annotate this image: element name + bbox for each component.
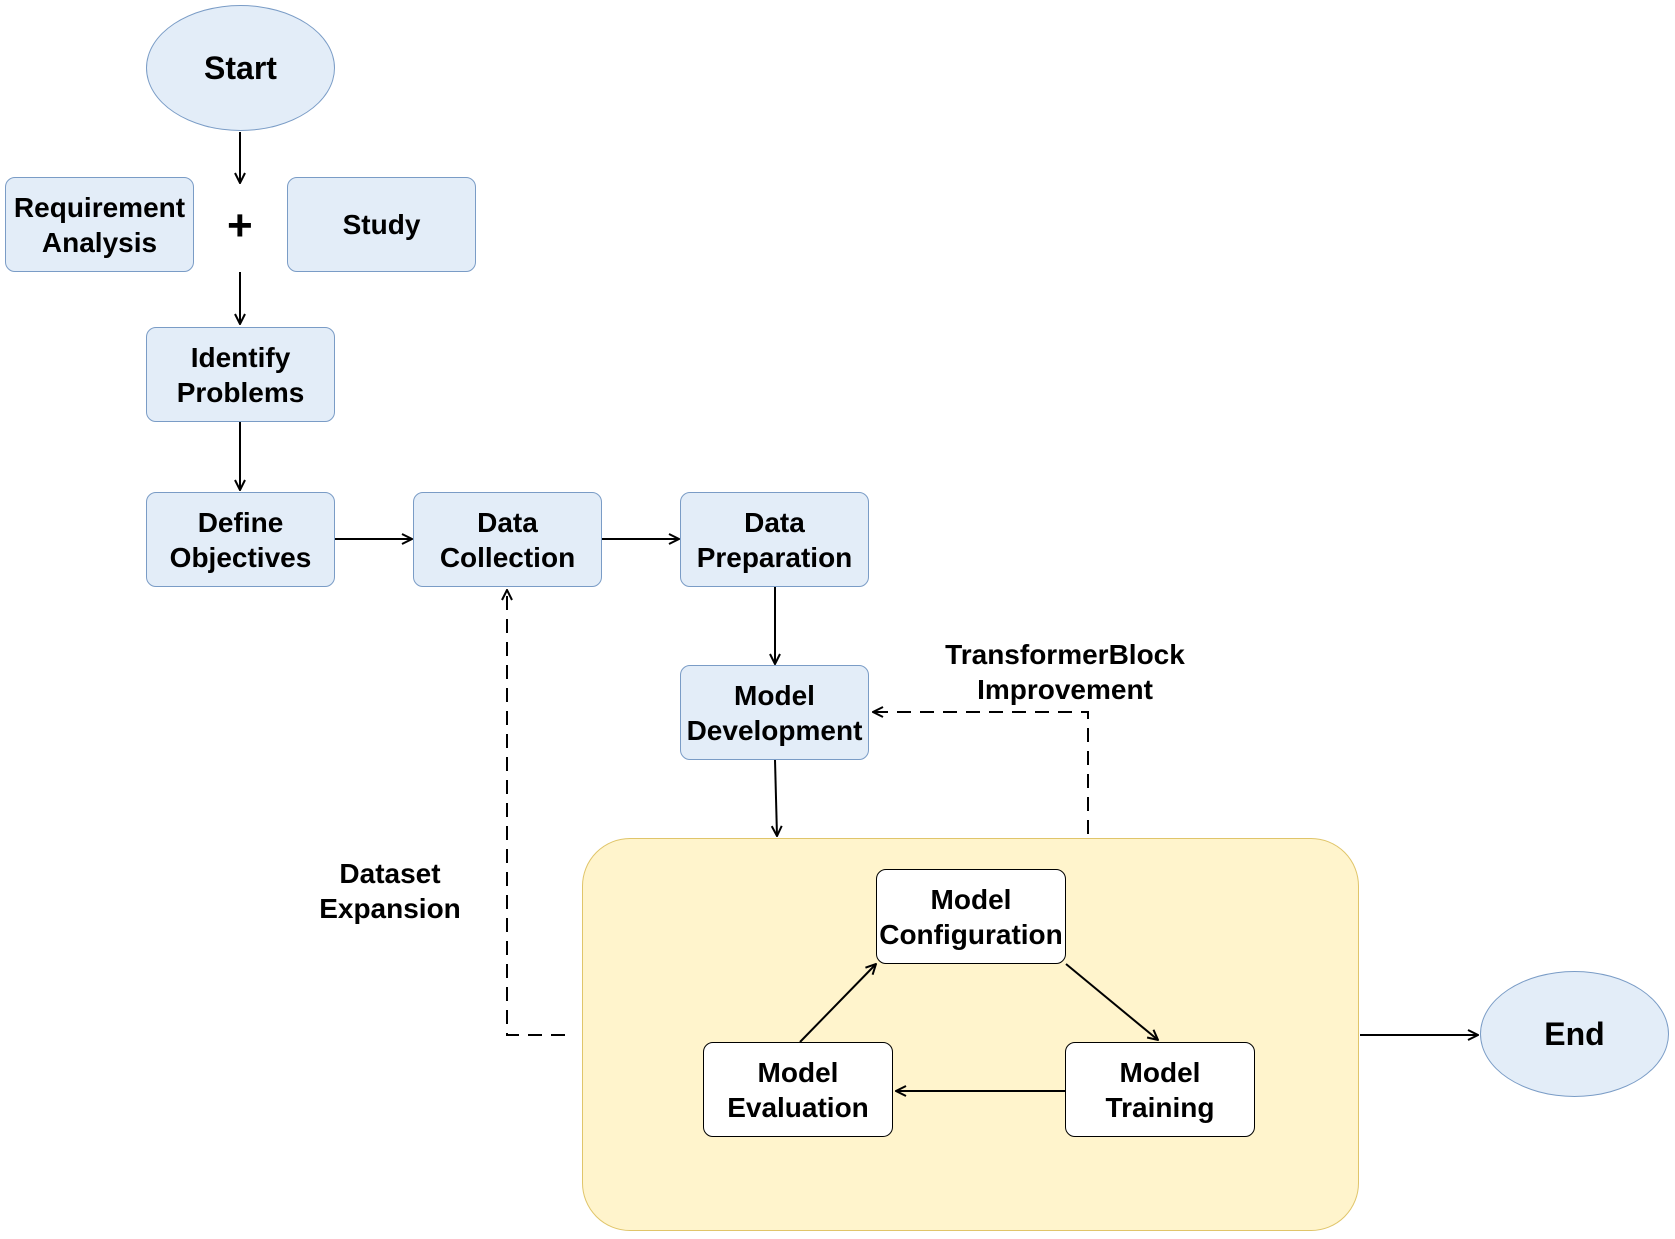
identify-problems-node: Identify Problems bbox=[146, 327, 335, 422]
data-preparation-node: Data Preparation bbox=[680, 492, 869, 587]
study-node: Study bbox=[287, 177, 476, 272]
plus-sign: + bbox=[227, 201, 253, 250]
transformer-block-improvement-label: TransformerBlock Improvement bbox=[945, 639, 1185, 705]
define-objectives-node: Define Objectives bbox=[146, 492, 335, 587]
model-training-node: Model Training bbox=[1065, 1042, 1255, 1137]
dashed-feedback-dataset bbox=[507, 590, 565, 1036]
model-configuration-node: Model Configuration bbox=[876, 869, 1066, 964]
dataset-expansion-label: Dataset Expansion bbox=[319, 858, 461, 924]
dashed-feedback-transformer bbox=[873, 712, 1089, 834]
model-evaluation-node: Model Evaluation bbox=[703, 1042, 893, 1137]
requirement-analysis-node: Requirement Analysis bbox=[5, 177, 194, 272]
end-node: End bbox=[1480, 971, 1669, 1097]
start-node: Start bbox=[146, 5, 335, 131]
model-development-node: Model Development bbox=[680, 665, 869, 760]
arrow-development-to-group bbox=[775, 759, 777, 836]
data-collection-node: Data Collection bbox=[413, 492, 602, 587]
arrow-evaluation-to-configuration bbox=[799, 964, 876, 1043]
arrow-configuration-to-training bbox=[1065, 963, 1158, 1040]
